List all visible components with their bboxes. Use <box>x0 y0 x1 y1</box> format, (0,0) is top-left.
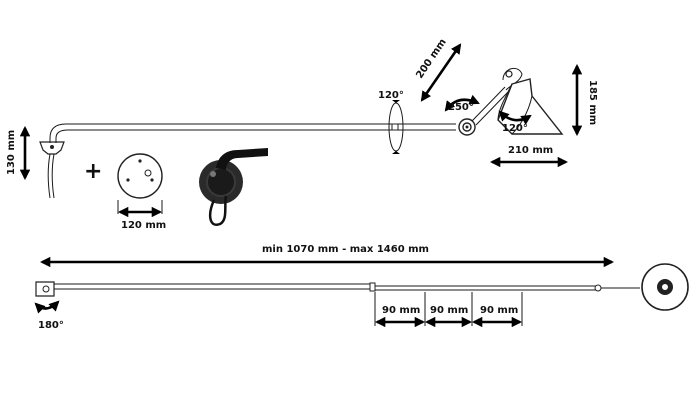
span-label: min 1070 mm - max 1460 mm <box>262 244 429 255</box>
shade-185-label: 185 mm <box>587 80 598 125</box>
rotation-250-label: 250° <box>448 102 474 113</box>
step1-label: 90 mm <box>382 305 420 316</box>
plus-sign: + <box>84 159 102 184</box>
arm-tube <box>49 123 392 143</box>
rotation-120-top-label: 120° <box>378 90 404 101</box>
arm-200-label: 200 mm <box>414 37 448 81</box>
rotation-180-label: 180° <box>38 320 64 331</box>
base-120-label: 120 mm <box>121 220 166 231</box>
cable <box>47 153 51 199</box>
span-view: min 1070 mm - max 1460 mm 180° 90 mm 90 … <box>34 244 689 331</box>
step3-label: 90 mm <box>480 305 518 316</box>
tilt-120-label: 120° <box>502 123 528 134</box>
rotation-250-arrow <box>444 94 480 112</box>
tilt-120-arrow <box>498 110 532 125</box>
shade-210-label: 210 mm <box>508 145 553 156</box>
rotation-180-arrow <box>34 300 60 314</box>
base-plate: 120 mm <box>117 153 166 231</box>
arm-length-dimension-arrow <box>420 43 462 102</box>
step2-label: 90 mm <box>430 305 468 316</box>
wall-mount-photo <box>199 148 268 226</box>
height-130-label: 130 mm <box>6 130 17 175</box>
